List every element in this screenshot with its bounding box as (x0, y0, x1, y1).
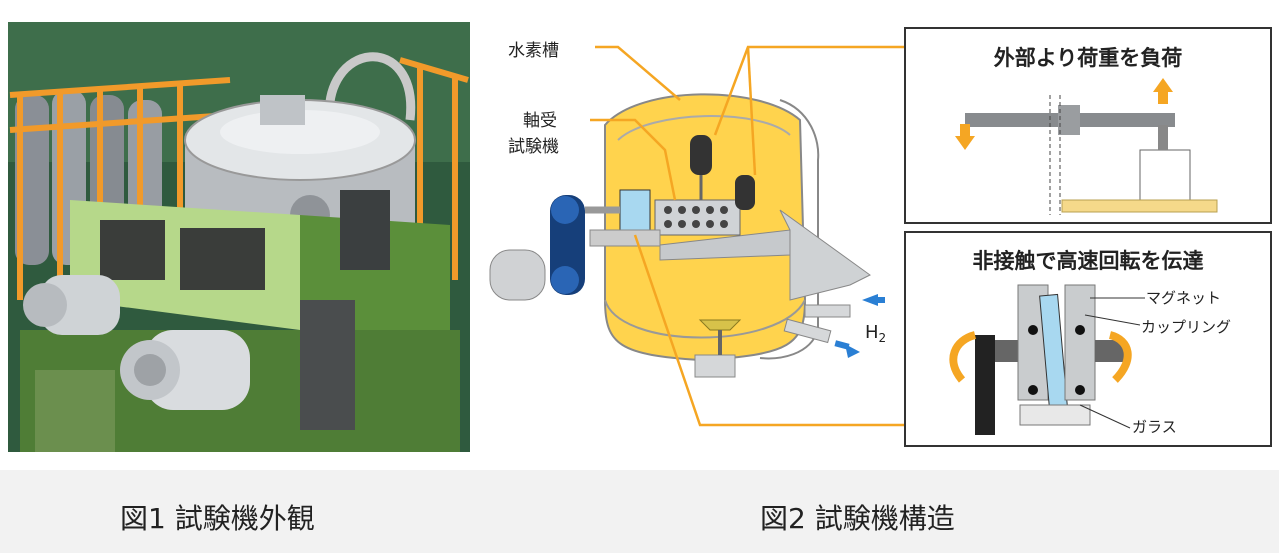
bearing-tester-label-line2: 試験機 (508, 137, 559, 157)
h2-in-arrow-icon (862, 294, 878, 306)
caption-bar (0, 470, 1279, 553)
rotation-arrow-left-icon (949, 331, 977, 383)
bearing-tester-label-line1: 軸受 (523, 111, 557, 131)
figure-canvas: 水素槽 軸受 試験機 H2 外部より荷重を負荷 非接触で高速回転を伝達 マグネッ… (8, 22, 1272, 452)
figure1-caption: 図1 試験機外観 (120, 502, 315, 535)
h2-label: H2 (865, 322, 886, 345)
glass-label: ガラス (1132, 418, 1177, 436)
load-up-arrow-icon (1153, 78, 1173, 92)
external-drive (489, 195, 661, 301)
tester-photo (8, 22, 470, 452)
mechanical-housing (340, 190, 390, 270)
coupling-panel-title: 非接触で高速回転を伝達 (973, 249, 1204, 273)
control-box (300, 300, 355, 430)
magnet-coupling-label-line1: マグネット (1146, 289, 1221, 307)
bearing-tester-diagram (619, 135, 755, 236)
magnet-coupling-label-line2: カップリング (1141, 318, 1231, 336)
load-down-arrow-icon (955, 136, 975, 150)
coupling-panel (904, 231, 1272, 447)
figure2-caption: 図2 試験機構造 (760, 502, 955, 535)
h2-out-arrow-icon (845, 344, 860, 358)
leader-lines (590, 45, 905, 427)
rotation-arrow-right-icon (1108, 331, 1132, 383)
load-panel-title: 外部より荷重を負荷 (994, 46, 1183, 70)
load-panel (904, 27, 1272, 224)
gas-ports (783, 294, 885, 358)
pipe (324, 52, 416, 126)
hydrogen-tank-label: 水素槽 (508, 41, 559, 61)
tester-structure-diagram: 水素槽 軸受 試験機 H2 外部より荷重を負荷 非接触で高速回転を伝達 マグネッ… (489, 27, 1272, 447)
motors (23, 275, 250, 410)
